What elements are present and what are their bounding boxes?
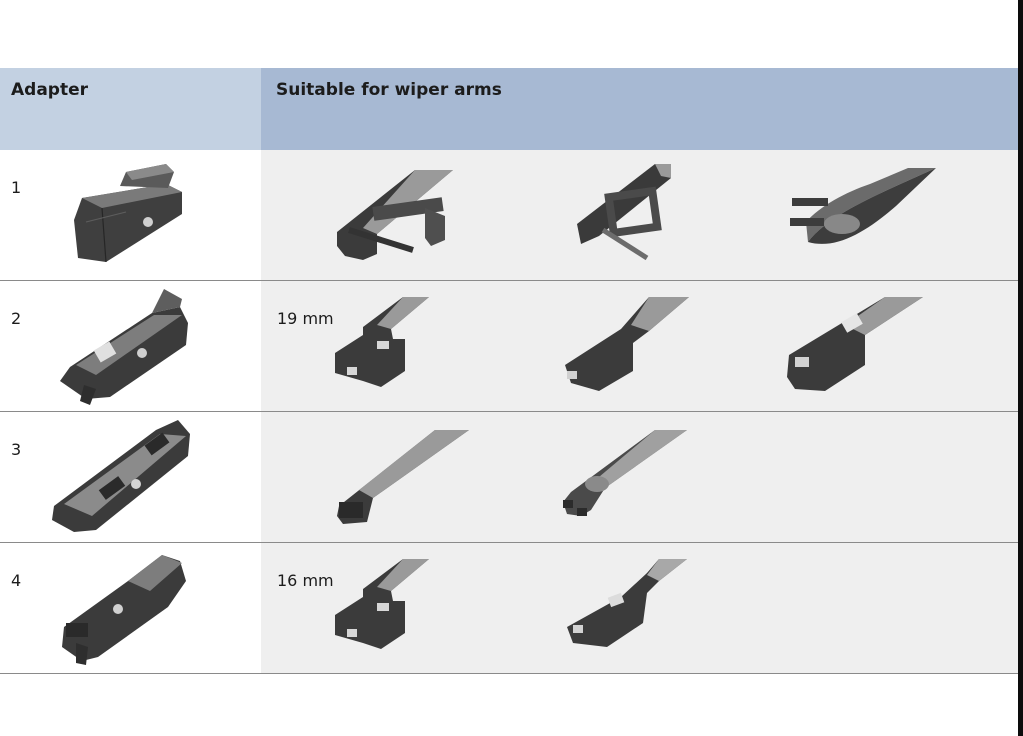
table-row-4: 4 16 mm (0, 543, 1018, 674)
arms-cell: 16 mm (261, 543, 1018, 673)
arms-cell (261, 412, 1018, 542)
hook-arm-icon (337, 170, 453, 260)
adapter-cell: 4 (0, 543, 261, 673)
row-number: 1 (11, 178, 22, 197)
row-number: 2 (11, 309, 22, 328)
adapter-cell: 3 (0, 412, 261, 542)
header-adapter-cell: Adapter (0, 68, 261, 150)
adapter-4-icon (62, 555, 186, 665)
adapter-table: Adapter Suitable for wiper arms 1 (0, 68, 1018, 674)
push-button-arm-icon (787, 297, 923, 391)
table-row-2: 2 19 mm (0, 281, 1018, 412)
size-label: 16 mm (277, 571, 334, 590)
top-lock-arm-icon (337, 430, 469, 524)
slim-top-arm-icon (565, 297, 689, 391)
pinch-tab-arm-icon (567, 559, 687, 647)
adapter-cell: 2 (0, 281, 261, 411)
table-header: Adapter Suitable for wiper arms (0, 68, 1018, 150)
bayonet-arm-icon (335, 297, 429, 387)
adapter-1-icon (74, 164, 182, 263)
side-pin-arm-icon (577, 164, 671, 261)
header-arms-cell: Suitable for wiper arms (261, 68, 1018, 150)
adapter-2-icon (60, 289, 188, 405)
forked-arm-icon (563, 430, 687, 516)
side-lock-arm-icon (790, 168, 936, 244)
row-number: 4 (11, 571, 22, 590)
arms-cell: 19 mm (261, 281, 1018, 411)
size-label: 19 mm (277, 309, 334, 328)
adapter-3-icon (52, 420, 190, 532)
adapter-cell: 1 (0, 150, 261, 280)
table-row-3: 3 (0, 412, 1018, 543)
arms-cell (261, 150, 1018, 280)
table-row-1: 1 (0, 150, 1018, 281)
header-adapter-label: Adapter (11, 80, 89, 100)
right-edge-bar (1018, 0, 1023, 736)
row-number: 3 (11, 440, 22, 459)
header-arms-label: Suitable for wiper arms (276, 80, 502, 100)
bayonet-arm-16mm-icon (335, 559, 429, 649)
